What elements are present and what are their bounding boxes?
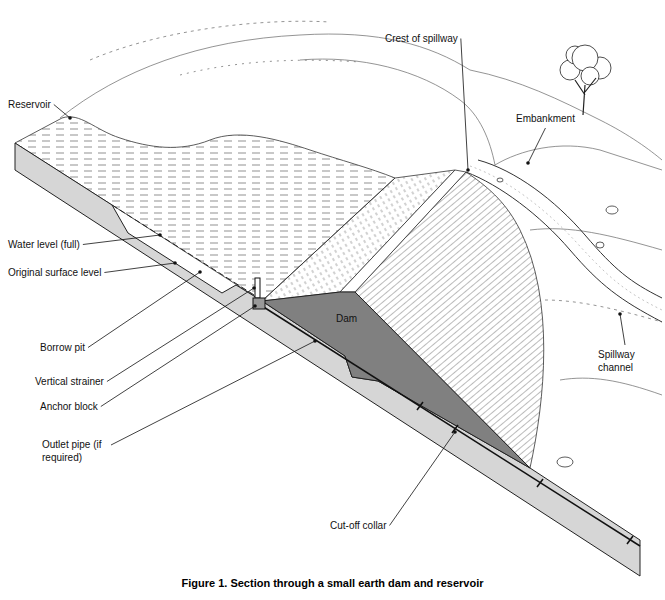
- leader-line: [83, 235, 160, 245]
- tree-part: [572, 45, 598, 71]
- leader-line: [107, 288, 254, 382]
- leader-dot: [618, 312, 622, 316]
- boulders: [497, 178, 618, 467]
- tree-part: [581, 67, 599, 85]
- label-box: Vertical strainer: [35, 375, 104, 388]
- section-label: Dam: [336, 312, 357, 325]
- cut-off-collars-part: [627, 536, 633, 544]
- part-label: Anchor block: [40, 400, 98, 413]
- label-box: Spillway channel: [598, 348, 652, 374]
- spillway-channel: [466, 160, 662, 322]
- leader-dot: [158, 233, 162, 237]
- leader-line: [528, 128, 545, 163]
- label-box: Crest of spillway: [385, 32, 458, 45]
- leader-line: [461, 39, 468, 171]
- boulders-part: [596, 242, 604, 248]
- label-box: Reservoir: [8, 98, 51, 111]
- part-label: Borrow pit: [40, 341, 85, 354]
- outlet-pipe: [262, 306, 640, 546]
- leader-dot: [68, 116, 72, 120]
- landscape-contours-part: [470, 70, 662, 160]
- leader-lines: [54, 39, 625, 526]
- leader-dot: [253, 304, 257, 308]
- spillway-channel-part: [470, 166, 662, 310]
- cut-off-collars-part: [452, 425, 458, 433]
- boulders-part: [557, 457, 573, 467]
- water-level-line: [112, 205, 262, 300]
- landscape-contours-part: [90, 21, 330, 60]
- leader-dot: [466, 168, 470, 172]
- cut-off-collars-part: [537, 479, 543, 487]
- cut-off-collars-part: [417, 402, 423, 410]
- part-label: Reservoir: [8, 98, 51, 111]
- spillway-channel-part: [466, 172, 662, 322]
- leader-line: [101, 306, 255, 407]
- anchor-block: [253, 298, 265, 309]
- part-label: Cut-off collar: [330, 519, 387, 532]
- landscape-contours-part: [495, 146, 662, 170]
- part-label: Spillway channel: [598, 348, 652, 374]
- label-box: Embankment: [516, 112, 575, 125]
- boulders-part: [497, 178, 503, 182]
- leader-line: [54, 105, 70, 119]
- label-box: Borrow pit: [40, 341, 85, 354]
- cut-off-collars: [417, 402, 633, 544]
- part-label: Vertical strainer: [35, 375, 104, 388]
- label-box: Original surface level: [8, 266, 101, 279]
- part-label: Original surface level: [8, 266, 101, 279]
- leader-line: [104, 263, 175, 273]
- figure-caption: Figure 1. Section through a small earth …: [182, 577, 484, 589]
- leader-dot: [252, 286, 256, 290]
- label-box: Outlet pipe (if required): [42, 438, 108, 464]
- part-label: Embankment: [516, 112, 575, 125]
- landscape-contours-part: [545, 300, 662, 322]
- part-label: Crest of spillway: [385, 32, 458, 45]
- label-box: Cut-off collar: [330, 519, 387, 532]
- dam-section: [262, 292, 530, 468]
- leader-dot: [173, 261, 177, 265]
- label-box: Dam: [336, 312, 357, 325]
- leader-line: [111, 341, 315, 445]
- part-label: Water level (full): [8, 238, 80, 251]
- leader-line: [620, 314, 625, 345]
- leader-dot: [313, 339, 317, 343]
- label-box: Water level (full): [8, 238, 80, 251]
- leader-dot: [453, 430, 457, 434]
- tree: [560, 45, 611, 115]
- landscape-contours-part: [60, 34, 470, 118]
- leader-dot: [198, 270, 202, 274]
- label-box: Anchor block: [40, 400, 98, 413]
- landscape-contours-part: [560, 378, 662, 395]
- landscape-contours-part: [300, 59, 495, 165]
- boulders-part: [606, 206, 618, 214]
- leader-line: [88, 272, 200, 348]
- dam-crest: [340, 170, 466, 292]
- spillway-channel-part: [478, 160, 662, 298]
- leader-line: [390, 432, 455, 526]
- landscape-contours-part: [180, 60, 360, 75]
- tree-part: [575, 78, 596, 115]
- part-label: Outlet pipe (if required): [42, 438, 108, 464]
- caption-box: Figure 1. Section through a small earth …: [0, 573, 665, 591]
- ground-section: [15, 143, 640, 576]
- leader-dot: [526, 161, 530, 165]
